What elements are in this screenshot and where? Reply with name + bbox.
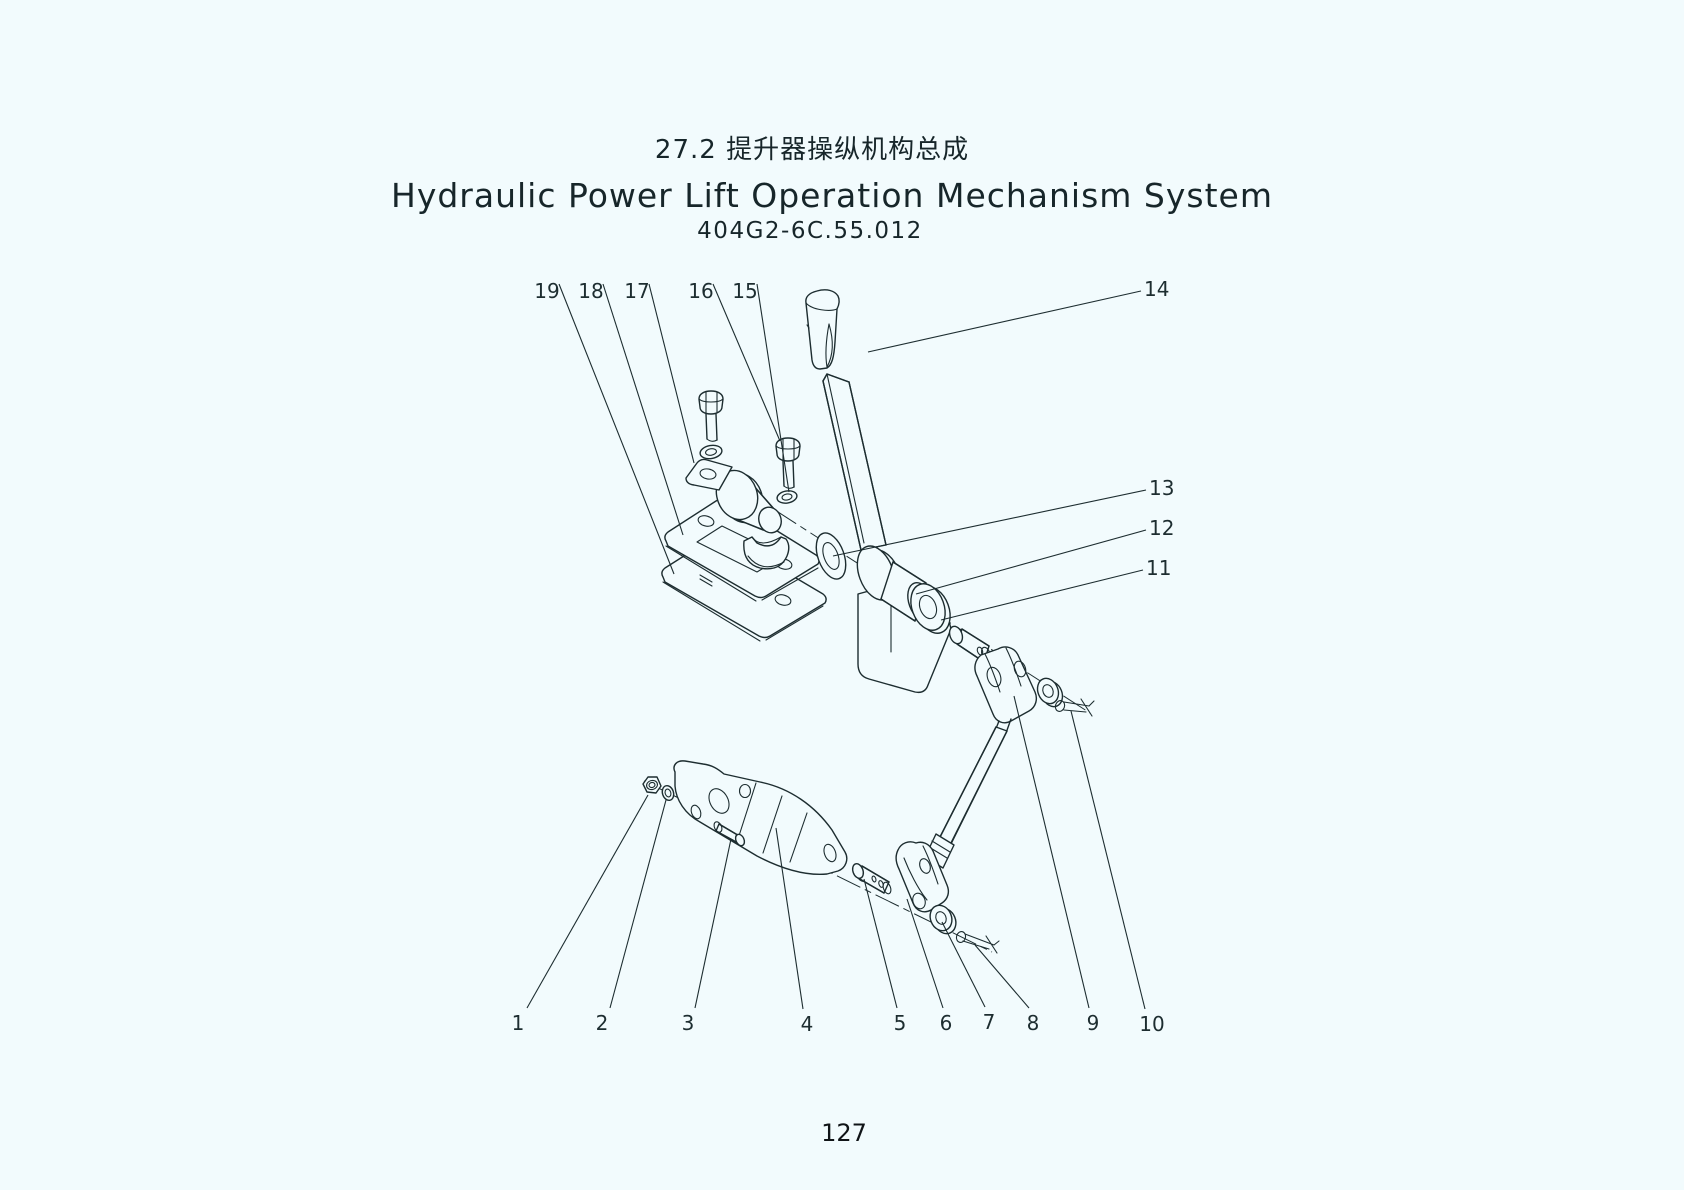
callout-number-8: 8 xyxy=(1027,1011,1040,1035)
tie-rod xyxy=(924,726,1008,869)
hex-bolt-1 xyxy=(698,390,724,442)
cam-lever-plate xyxy=(673,760,848,876)
leader-line-14 xyxy=(867,290,1142,353)
leader-line-18 xyxy=(602,283,684,536)
leader-line-6 xyxy=(906,898,944,1009)
washer-13 xyxy=(815,532,847,580)
callout-number-2: 2 xyxy=(596,1011,609,1035)
upper-washer xyxy=(1036,677,1064,708)
callout-number-14: 14 xyxy=(1144,277,1169,301)
callout-number-5: 5 xyxy=(894,1011,907,1035)
flanged-washer-11 xyxy=(910,583,951,634)
leader-line-2 xyxy=(609,799,667,1009)
leader-line-1 xyxy=(526,794,649,1009)
leader-line-19 xyxy=(558,283,675,575)
leader-line-8 xyxy=(974,944,1030,1009)
callout-number-3: 3 xyxy=(682,1011,695,1035)
callout-number-18: 18 xyxy=(578,279,603,303)
lower-clevis-pin xyxy=(851,863,892,895)
callout-number-7: 7 xyxy=(983,1010,996,1034)
leader-line-7 xyxy=(941,921,986,1008)
callout-number-11: 11 xyxy=(1146,556,1171,580)
callout-number-9: 9 xyxy=(1087,1011,1100,1035)
assembly-part-number: 404G2-6C.55.012 xyxy=(697,218,923,244)
upper-clevis-pin xyxy=(948,625,992,663)
cam-plate-pin xyxy=(713,821,746,847)
pivot-pin-assembly xyxy=(685,458,782,534)
callout-number-17: 17 xyxy=(624,279,649,303)
washer-under-bolt-2 xyxy=(776,490,798,504)
pivot-tab xyxy=(685,458,733,491)
leader-line-11 xyxy=(940,569,1144,621)
leader-line-5 xyxy=(863,878,898,1009)
section-title-chinese: 27.2 提升器操纵机构总成 xyxy=(655,135,969,165)
callout-number-19: 19 xyxy=(534,279,559,303)
hex-nut xyxy=(642,776,662,794)
callout-number-10: 10 xyxy=(1139,1012,1164,1036)
leader-line-4 xyxy=(775,827,804,1010)
callout-number-1: 1 xyxy=(512,1011,525,1035)
upper-clevis-fork xyxy=(974,646,1038,734)
callout-number-15: 15 xyxy=(732,279,757,303)
lower-washer xyxy=(929,904,957,935)
lower-clevis-fork xyxy=(895,841,950,913)
leader-line-10 xyxy=(1070,710,1146,1010)
pivot-saddle-block xyxy=(743,536,790,570)
page-number: 127 xyxy=(821,1119,867,1147)
leader-line-15 xyxy=(756,283,790,493)
lower-cotter-pin xyxy=(955,931,1000,954)
leader-line-12 xyxy=(915,529,1147,595)
callout-number-6: 6 xyxy=(940,1011,953,1035)
upper-base-plate xyxy=(664,498,820,599)
nut-washer xyxy=(661,784,675,802)
upper-cotter-pin xyxy=(1054,698,1095,717)
callout-number-16: 16 xyxy=(688,279,713,303)
hex-bolt-2 xyxy=(775,437,801,489)
callout-number-4: 4 xyxy=(801,1012,814,1036)
leader-line-9 xyxy=(1013,695,1090,1009)
callout-number-12: 12 xyxy=(1149,516,1174,540)
leader-line-3 xyxy=(694,838,732,1009)
lift-control-lever xyxy=(822,373,952,694)
callout-number-13: 13 xyxy=(1149,476,1174,500)
knob-grip xyxy=(805,289,840,370)
leader-line-17 xyxy=(648,283,695,464)
leader-line-13 xyxy=(832,489,1147,557)
section-title-english: Hydraulic Power Lift Operation Mechanism… xyxy=(391,176,1273,215)
bracket-base-plates xyxy=(661,498,827,642)
leader-line-16 xyxy=(712,283,781,442)
washer-under-bolt-1 xyxy=(699,444,723,460)
